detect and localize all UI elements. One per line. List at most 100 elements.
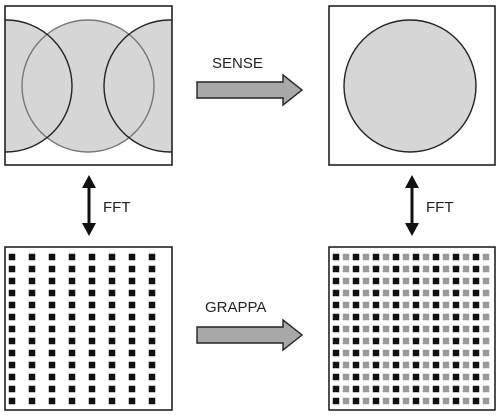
kspace-acquired-sample xyxy=(68,253,76,261)
kspace-acquired-sample xyxy=(88,301,96,309)
kspace-acquired-sample xyxy=(128,349,136,357)
kspace-acquired-sample xyxy=(28,289,36,297)
kspace-reconstructed-sample xyxy=(382,325,390,333)
kspace-acquired-sample xyxy=(108,301,116,309)
kspace-acquired-sample xyxy=(28,265,36,273)
kspace-acquired-sample xyxy=(412,397,420,405)
kspace-acquired-sample xyxy=(392,289,400,297)
kspace-acquired-sample xyxy=(8,373,16,381)
kspace-acquired-sample xyxy=(68,337,76,345)
kspace-reconstructed-sample xyxy=(482,397,490,405)
kspace-reconstructed-sample xyxy=(382,337,390,345)
fft-left-label: FFT xyxy=(103,199,131,216)
kspace-acquired-sample xyxy=(452,265,460,273)
kspace-reconstructed-sample xyxy=(462,289,470,297)
kspace-reconstructed-sample xyxy=(362,265,370,273)
kspace-reconstructed-sample xyxy=(442,301,450,309)
kspace-acquired-sample xyxy=(352,325,360,333)
kspace-acquired-sample xyxy=(452,349,460,357)
kspace-acquired-sample xyxy=(432,361,440,369)
kspace-acquired-sample xyxy=(28,349,36,357)
kspace-acquired-sample xyxy=(48,397,56,405)
kspace-acquired-sample xyxy=(108,289,116,297)
kspace-acquired-sample xyxy=(128,337,136,345)
kspace-reconstructed-sample xyxy=(362,385,370,393)
kspace-acquired-sample xyxy=(148,313,156,321)
fft-left-head-down xyxy=(82,223,96,236)
kspace-reconstructed-sample xyxy=(402,337,410,345)
kspace-acquired-sample xyxy=(88,385,96,393)
kspace-reconstructed-sample xyxy=(442,337,450,345)
kspace-acquired-sample xyxy=(128,385,136,393)
kspace-acquired-sample xyxy=(372,325,380,333)
kspace-acquired-sample xyxy=(28,337,36,345)
kspace-acquired-sample xyxy=(148,385,156,393)
kspace-acquired-sample xyxy=(108,397,116,405)
kspace-acquired-sample xyxy=(392,361,400,369)
undersampled-kspace-grid xyxy=(8,253,156,405)
kspace-acquired-sample xyxy=(88,337,96,345)
kspace-acquired-sample xyxy=(128,265,136,273)
kspace-acquired-sample xyxy=(352,277,360,285)
kspace-reconstructed-sample xyxy=(402,397,410,405)
kspace-acquired-sample xyxy=(412,265,420,273)
reconstructed-circle xyxy=(343,19,477,153)
fft-right-arrow: FFT xyxy=(405,175,454,236)
kspace-reconstructed-sample xyxy=(422,397,430,405)
kspace-acquired-sample xyxy=(412,325,420,333)
kspace-reconstructed-sample xyxy=(342,325,350,333)
kspace-acquired-sample xyxy=(148,337,156,345)
kspace-reconstructed-sample xyxy=(342,385,350,393)
kspace-acquired-sample xyxy=(412,373,420,381)
kspace-acquired-sample xyxy=(452,289,460,297)
kspace-reconstructed-sample xyxy=(442,361,450,369)
kspace-acquired-sample xyxy=(88,277,96,285)
kspace-acquired-sample xyxy=(352,349,360,357)
kspace-acquired-sample xyxy=(332,253,340,261)
kspace-reconstructed-sample xyxy=(442,277,450,285)
kspace-acquired-sample xyxy=(8,265,16,273)
kspace-acquired-sample xyxy=(28,277,36,285)
kspace-acquired-sample xyxy=(472,361,480,369)
grappa-arrow-shape xyxy=(196,318,304,352)
fft-right-label: FFT xyxy=(426,199,454,216)
kspace-reconstructed-sample xyxy=(482,361,490,369)
kspace-reconstructed-sample xyxy=(482,337,490,345)
kspace-reconstructed-sample xyxy=(342,337,350,345)
kspace-reconstructed-sample xyxy=(382,277,390,285)
sense-arrow: SENSE xyxy=(196,55,304,107)
kspace-acquired-sample xyxy=(432,253,440,261)
kspace-reconstructed-sample xyxy=(422,313,430,321)
kspace-acquired-sample xyxy=(332,265,340,273)
kspace-acquired-sample xyxy=(472,301,480,309)
kspace-acquired-sample xyxy=(472,349,480,357)
kspace-reconstructed-sample xyxy=(382,385,390,393)
kspace-reconstructed-sample xyxy=(362,277,370,285)
kspace-acquired-sample xyxy=(372,373,380,381)
kspace-acquired-sample xyxy=(8,325,16,333)
kspace-reconstructed-sample xyxy=(342,397,350,405)
kspace-reconstructed-sample xyxy=(442,313,450,321)
kspace-reconstructed-sample xyxy=(362,289,370,297)
kspace-reconstructed-sample xyxy=(382,253,390,261)
kspace-acquired-sample xyxy=(128,397,136,405)
kspace-reconstructed-sample xyxy=(462,361,470,369)
kspace-acquired-sample xyxy=(432,337,440,345)
kspace-acquired-sample xyxy=(452,361,460,369)
kspace-acquired-sample xyxy=(128,277,136,285)
kspace-acquired-sample xyxy=(48,313,56,321)
kspace-reconstructed-sample xyxy=(462,313,470,321)
kspace-acquired-sample xyxy=(392,277,400,285)
kspace-acquired-sample xyxy=(28,385,36,393)
kspace-acquired-sample xyxy=(452,313,460,321)
kspace-acquired-sample xyxy=(68,301,76,309)
kspace-reconstructed-sample xyxy=(462,349,470,357)
aliased-circle-right xyxy=(103,19,172,153)
kspace-reconstructed-sample xyxy=(362,253,370,261)
kspace-reconstructed-sample xyxy=(362,301,370,309)
kspace-acquired-sample xyxy=(148,349,156,357)
kspace-acquired-sample xyxy=(412,385,420,393)
kspace-reconstructed-sample xyxy=(462,253,470,261)
kspace-reconstructed-sample xyxy=(362,349,370,357)
kspace-reconstructed-sample xyxy=(382,361,390,369)
